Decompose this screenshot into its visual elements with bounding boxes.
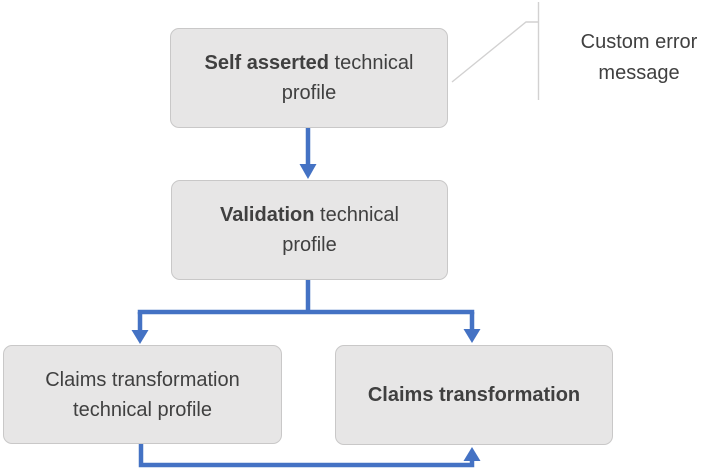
node-label-bold: Validation — [220, 204, 315, 226]
node-claims-transformation-technical-profile: Claims transformation technical profile — [3, 345, 282, 444]
node-claims-transformation: Claims transformation — [335, 345, 613, 445]
node-label-bold: Self asserted — [204, 52, 329, 74]
node-validation-technical-profile: Validation technical profile — [171, 180, 448, 280]
loop-shaft — [138, 444, 475, 468]
callout-custom-error-message: Custom error message — [580, 31, 698, 84]
arrowhead-down-icon — [299, 164, 317, 179]
node-label-rest: technical profile — [282, 204, 399, 256]
node-label: Claims transformation technical profile — [28, 365, 257, 425]
node-label-bold: Claims transformation — [367, 384, 581, 406]
arrowhead-down-icon — [131, 330, 149, 344]
arrow-claims-tp-to-claims-tx — [138, 444, 481, 468]
node-label: Claims transformation — [368, 380, 580, 410]
node-self-asserted-technical-profile: Self asserted technical profile — [170, 28, 448, 128]
arrowhead-down-icon — [463, 329, 481, 343]
callout-leader — [451, 2, 540, 100]
branch-validation-to-children — [131, 280, 481, 344]
node-label-rest: Claims transformation technical profile — [45, 368, 240, 421]
arrow-self-asserted-to-validation — [299, 128, 317, 179]
callout-leader-line — [451, 21, 538, 83]
node-label: Validation technical profile — [196, 200, 423, 260]
node-label-rest: technical profile — [281, 52, 414, 104]
node-label: Self asserted technical profile — [195, 48, 423, 108]
arrowhead-up-icon — [463, 447, 481, 461]
